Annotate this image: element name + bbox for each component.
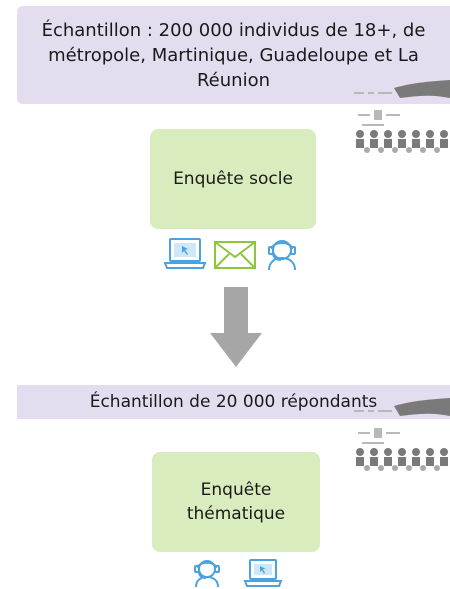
laptop-icon bbox=[163, 238, 207, 269]
thematic-survey-label-line1: Enquête bbox=[200, 480, 272, 500]
core-survey-mode-icons bbox=[163, 236, 313, 274]
formula-crowd-illustration bbox=[354, 80, 450, 153]
thematic-survey-label: Enquête thématique bbox=[187, 478, 285, 526]
thematic-survey-mode-icons bbox=[190, 558, 300, 588]
thematic-survey-label-line2: thématique bbox=[186, 504, 286, 524]
core-survey-label: Enquête socle bbox=[173, 169, 293, 189]
thematic-survey-box: Enquête thématique bbox=[152, 452, 320, 552]
sample-banner-top-text: Échantillon : 200 000 individus de 18+, … bbox=[41, 19, 426, 91]
core-survey-box: Enquête socle bbox=[150, 129, 316, 229]
formula-crowd-illustration bbox=[354, 398, 450, 471]
headset-operator-icon bbox=[194, 560, 220, 588]
sample-banner-mid: Échantillon de 20 000 répondants bbox=[17, 385, 450, 419]
sample-banner-mid-text: Échantillon de 20 000 répondants bbox=[89, 392, 378, 412]
headset-operator-icon bbox=[268, 240, 296, 271]
envelope-icon bbox=[214, 241, 256, 269]
laptop-icon bbox=[243, 559, 283, 587]
flow-down-arrow bbox=[210, 287, 262, 367]
sample-banner-top: Échantillon : 200 000 individus de 18+, … bbox=[17, 6, 450, 104]
